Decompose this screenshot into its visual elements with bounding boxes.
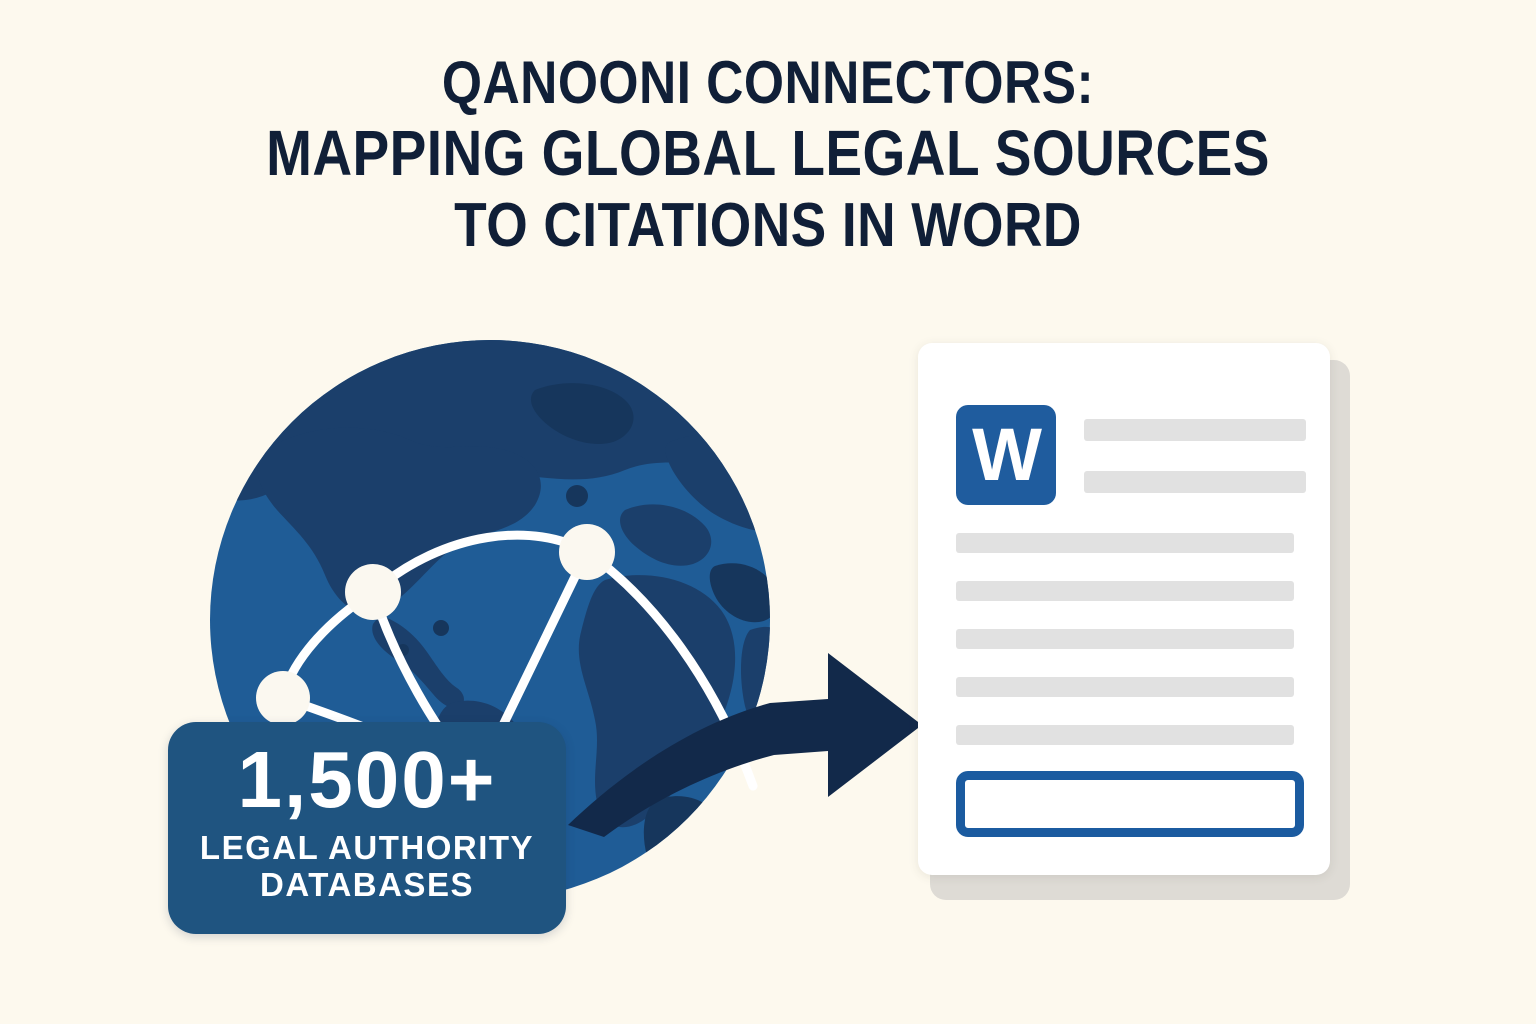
word-document-illustration: W <box>900 335 1370 915</box>
flow-arrow <box>560 575 960 855</box>
document-header-line <box>1084 471 1306 493</box>
document-header-line <box>1084 419 1306 441</box>
document-text-line <box>956 677 1294 697</box>
curved-arrow-right-icon <box>568 653 922 837</box>
badge-label-line-2: DATABASES <box>260 865 474 903</box>
document-page: W <box>918 343 1330 875</box>
title-line-1: QANOONI CONNECTORS: <box>441 49 1095 116</box>
badge-label-line-1: LEGAL AUTHORITY <box>199 829 535 866</box>
title-line-2: MAPPING GLOBAL LEGAL SOURCES <box>266 117 1270 190</box>
status-badge: 1,500+ LEGAL AUTHORITY DATABASES <box>168 722 566 934</box>
document-text-line <box>956 629 1294 649</box>
title-line-3: TO CITATIONS IN WORD <box>454 191 1082 261</box>
word-icon-letter: W <box>972 413 1042 496</box>
document-text-line <box>956 725 1294 745</box>
globe-node-2 <box>559 524 615 580</box>
document-text-line <box>956 533 1294 553</box>
page-title: QANOONI CONNECTORS: MAPPING GLOBAL LEGAL… <box>0 52 1536 258</box>
badge-value: 1,500+ <box>237 735 497 824</box>
globe-node-3 <box>256 671 310 725</box>
document-header-row: W <box>956 405 1306 505</box>
word-app-icon: W <box>956 405 1056 505</box>
document-text-line <box>956 581 1294 601</box>
citation-highlight-box <box>956 771 1304 837</box>
globe-node-1 <box>345 564 401 620</box>
